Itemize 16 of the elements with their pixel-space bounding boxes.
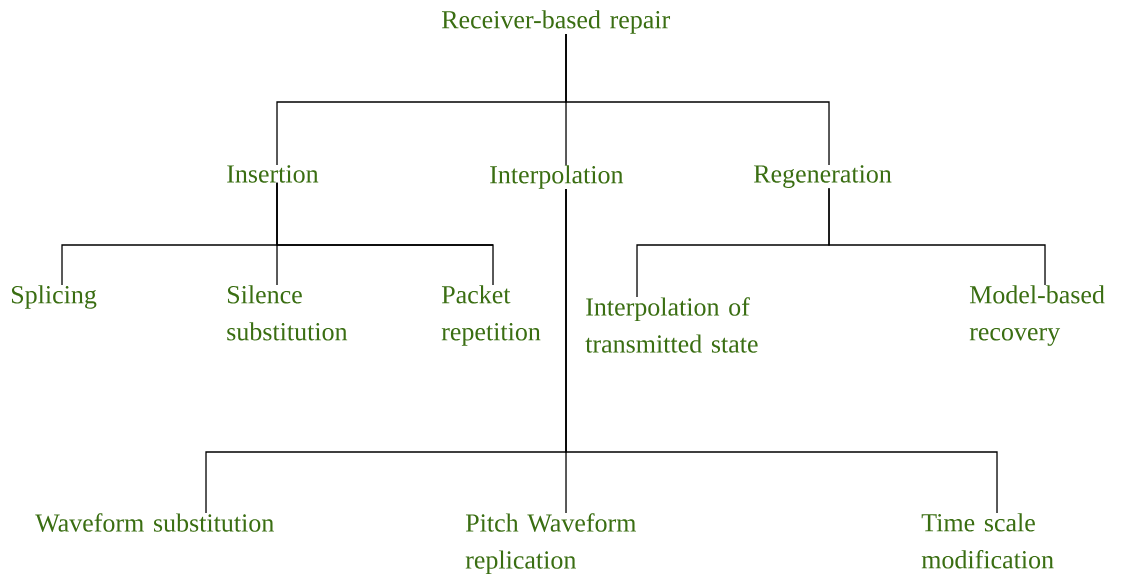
category-label: Waveform substitution: [35, 513, 274, 532]
category-label: Regeneration: [753, 165, 892, 189]
tree-connector: [828, 187, 1046, 286]
category-label: Splicing: [11, 285, 97, 309]
tree-connector: [565, 33, 830, 166]
category-label: Interpolation of transmitted state: [585, 297, 758, 353]
tree-connector: [565, 188, 998, 514]
category-label: Insertion: [227, 165, 319, 183]
category-label: Model-based recovery: [969, 285, 1105, 346]
category-label: Pitch Waveform replication: [465, 513, 637, 575]
category-label: Packet repetition: [441, 285, 541, 346]
category-label: Interpolation: [490, 165, 624, 189]
category-label: Time scale modification: [921, 513, 1054, 569]
category-label: Silence substitution: [227, 285, 348, 341]
category-label: Receiver-based repair: [441, 10, 670, 34]
tree-connector: [276, 182, 494, 286]
